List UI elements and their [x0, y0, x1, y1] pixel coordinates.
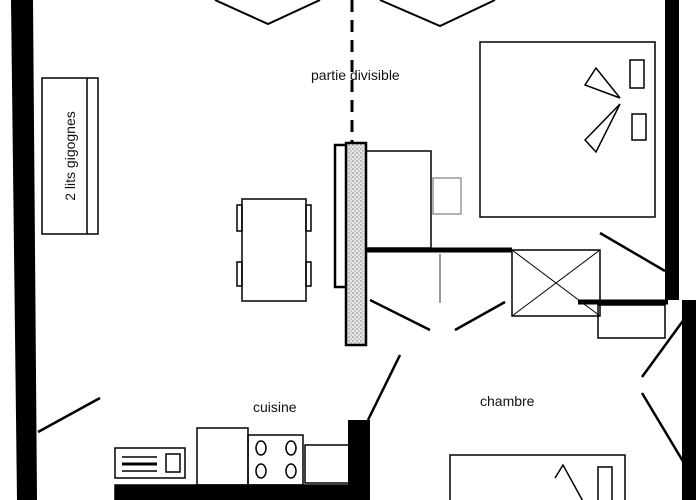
- dining-table: [236, 198, 312, 302]
- chair-icon: [236, 261, 243, 287]
- sink: [304, 444, 350, 484]
- fridge: [196, 427, 249, 486]
- left-wall: [10, 0, 38, 500]
- burner-icon: [255, 463, 267, 479]
- shower-cross: [511, 249, 601, 317]
- kitchen-unit: [114, 427, 351, 500]
- partition-hatched: [344, 141, 368, 347]
- double-bed-top: [479, 41, 656, 218]
- burner-icon: [255, 440, 267, 456]
- chair-icon: [305, 261, 312, 287]
- burner-icon: [285, 463, 297, 479]
- partition-label: partie divisible: [311, 67, 400, 83]
- window-right: [379, 0, 496, 28]
- microwave: [114, 447, 186, 479]
- chair-icon: [236, 204, 243, 232]
- doors: [37, 231, 687, 464]
- chair-icon: [305, 204, 312, 232]
- window-left: [214, 0, 321, 26]
- kitchen-label: cuisine: [253, 399, 297, 415]
- desk-chair: [432, 177, 462, 215]
- wall-stub: [348, 420, 370, 500]
- pillow-icon: [631, 113, 647, 141]
- right-wall-lower: [682, 300, 696, 500]
- shower: [511, 249, 601, 317]
- cabinet: [365, 150, 432, 249]
- bunk-beds: [41, 77, 99, 235]
- counter: [114, 484, 351, 500]
- pillow-icon: [629, 59, 645, 89]
- wc: [597, 304, 666, 339]
- right-wall-upper: [665, 0, 679, 300]
- double-bed-bottom: [449, 454, 626, 500]
- bedroom-label: chambre: [480, 393, 535, 409]
- bunk-beds-label: 2 lits gigognes: [62, 111, 78, 201]
- pillow-icon: [597, 466, 613, 500]
- burner-icon: [285, 440, 297, 456]
